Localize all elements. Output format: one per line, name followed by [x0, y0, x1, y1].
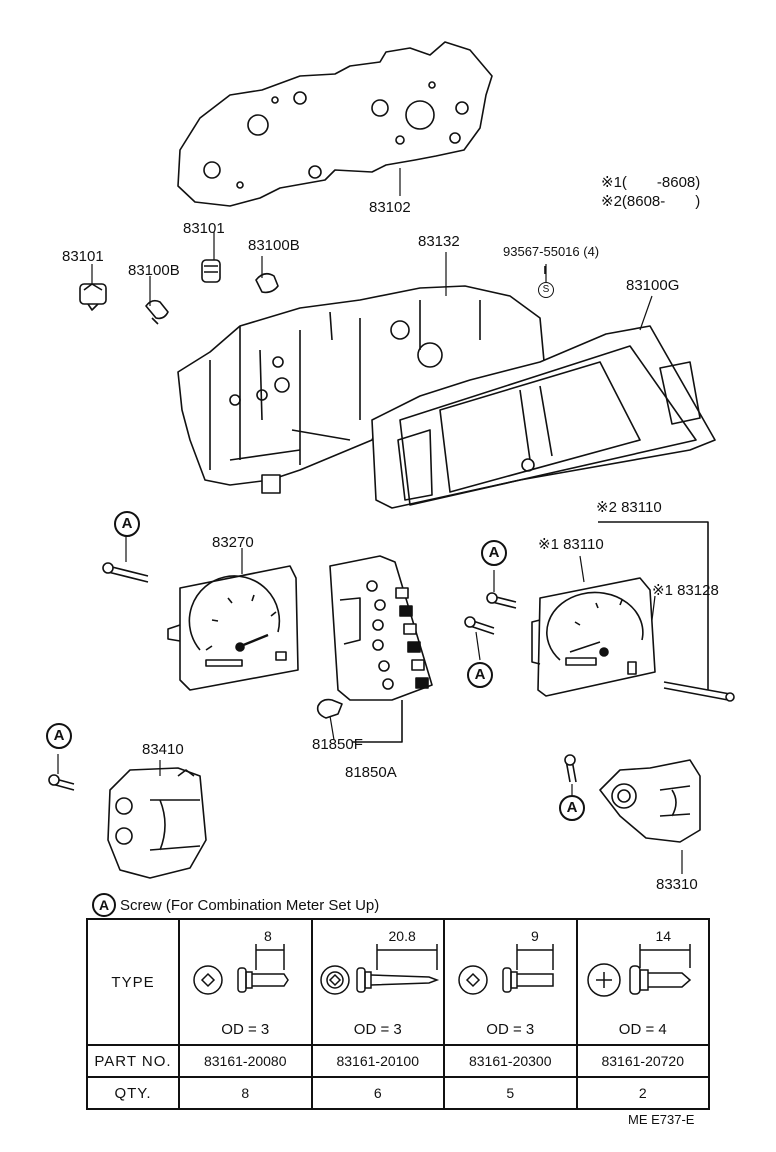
label-83101-center: 83101 [183, 220, 225, 237]
screw-type-3-icon [458, 944, 554, 995]
drawing-code: ME E737-E [628, 1112, 695, 1127]
qty-header: QTY. [86, 1076, 180, 1110]
od-1: OD = 3 [221, 1021, 270, 1038]
label-81850f: 81850F [312, 736, 363, 753]
fuel-gauge-83310 [599, 759, 701, 843]
callout-a-title: A [92, 893, 116, 917]
type-cell-3: 9 OD = 3 [443, 918, 578, 1046]
bulb-83100b-left [145, 299, 169, 325]
callout-a-83310: A [559, 795, 585, 821]
tachometer-83270 [167, 565, 299, 691]
od-2: OD = 3 [353, 1021, 402, 1038]
type-cell-1: 8 OD = 3 [178, 918, 313, 1046]
note-2: ※2(8608- ) [601, 193, 701, 210]
label-93567: 93567-55016 (4) [503, 244, 600, 259]
part-no-2: 83161-20100 [310, 1044, 445, 1078]
callout-a-83110-lower: A [467, 662, 493, 688]
type-cell-2: 20.8 OD = 3 [310, 918, 445, 1046]
mounting-plate-83102 [177, 41, 493, 207]
label-83132: 83132 [418, 233, 460, 250]
od-3: OD = 3 [486, 1021, 535, 1038]
label-83100g: 83100G [626, 277, 680, 294]
screw-type-2-icon [319, 944, 439, 995]
screw-83110-upper-icon [486, 592, 517, 609]
temperature-gauge-83410 [107, 767, 207, 879]
bracket-83110 [598, 521, 709, 690]
qty-4: 2 [575, 1076, 710, 1110]
screw-83310-icon [564, 754, 577, 783]
part-no-1: 83161-20080 [178, 1044, 313, 1078]
label-83110-1: ※1 83110 [538, 536, 604, 553]
qty-row: QTY. 8 6 5 2 [86, 1076, 710, 1110]
leader-lines [57, 168, 683, 874]
indicator-panel-81850a [329, 555, 433, 701]
type-row: TYPE 8 OD = 3 20.8 OD = 3 [86, 918, 710, 1046]
label-83100b-center: 83100B [248, 237, 300, 254]
screw-type-4-icon [586, 944, 691, 997]
speedometer-83110 [531, 577, 656, 697]
label-83110-2: ※2 83110 [596, 499, 662, 516]
screw-type-1-icon [193, 944, 289, 995]
bulb-83100b-center [255, 272, 279, 294]
label-83310: 83310 [656, 876, 698, 893]
socket-83101-left [79, 283, 107, 311]
od-4: OD = 4 [618, 1021, 667, 1038]
screw-83270-icon [102, 562, 149, 583]
leader-81850a [352, 700, 403, 743]
dim-2: 20.8 [388, 928, 416, 944]
qty-1: 8 [178, 1076, 313, 1110]
label-83128: ※1 83128 [652, 582, 719, 599]
callout-a-83410: A [46, 723, 72, 749]
meter-bezel-83100g [371, 325, 716, 509]
dim-1: 8 [264, 928, 272, 944]
callout-a-83270: A [114, 511, 140, 537]
screw-83410-icon [48, 774, 75, 791]
part-no-header: PART NO. [86, 1044, 180, 1078]
qty-3: 5 [443, 1076, 578, 1110]
label-81850a: 81850A [345, 764, 397, 781]
label-83410: 83410 [142, 741, 184, 758]
s-mark-icon: S [538, 282, 554, 298]
label-83101-left: 83101 [62, 248, 104, 265]
type-header: TYPE [86, 918, 180, 1046]
label-83102: 83102 [369, 199, 411, 216]
screw-table: TYPE 8 OD = 3 20.8 OD = 3 [86, 918, 710, 1110]
label-83270: 83270 [212, 534, 254, 551]
meter-housing-83132 [177, 285, 546, 494]
type-cell-4: 14 OD = 4 [575, 918, 710, 1046]
callout-a-83110-upper: A [481, 540, 507, 566]
dim-4: 14 [655, 928, 672, 944]
qty-2: 6 [310, 1076, 445, 1110]
part-no-4: 83161-20720 [575, 1044, 710, 1078]
parts-illustration [48, 41, 735, 879]
part-no-3: 83161-20300 [443, 1044, 578, 1078]
screw-83110-lower-icon [464, 616, 495, 635]
cable-83128-icon [663, 681, 735, 702]
part-no-row: PART NO. 83161-20080 83161-20100 83161-2… [86, 1044, 710, 1078]
bulb-81850f [316, 698, 343, 719]
screw-table-title-text: Screw (For Combination Meter Set Up) [120, 897, 380, 914]
label-83100b-left: 83100B [128, 262, 180, 279]
socket-83101-center [201, 259, 221, 283]
dim-3: 9 [531, 928, 539, 944]
note-1: ※1( -8608) [601, 174, 701, 191]
